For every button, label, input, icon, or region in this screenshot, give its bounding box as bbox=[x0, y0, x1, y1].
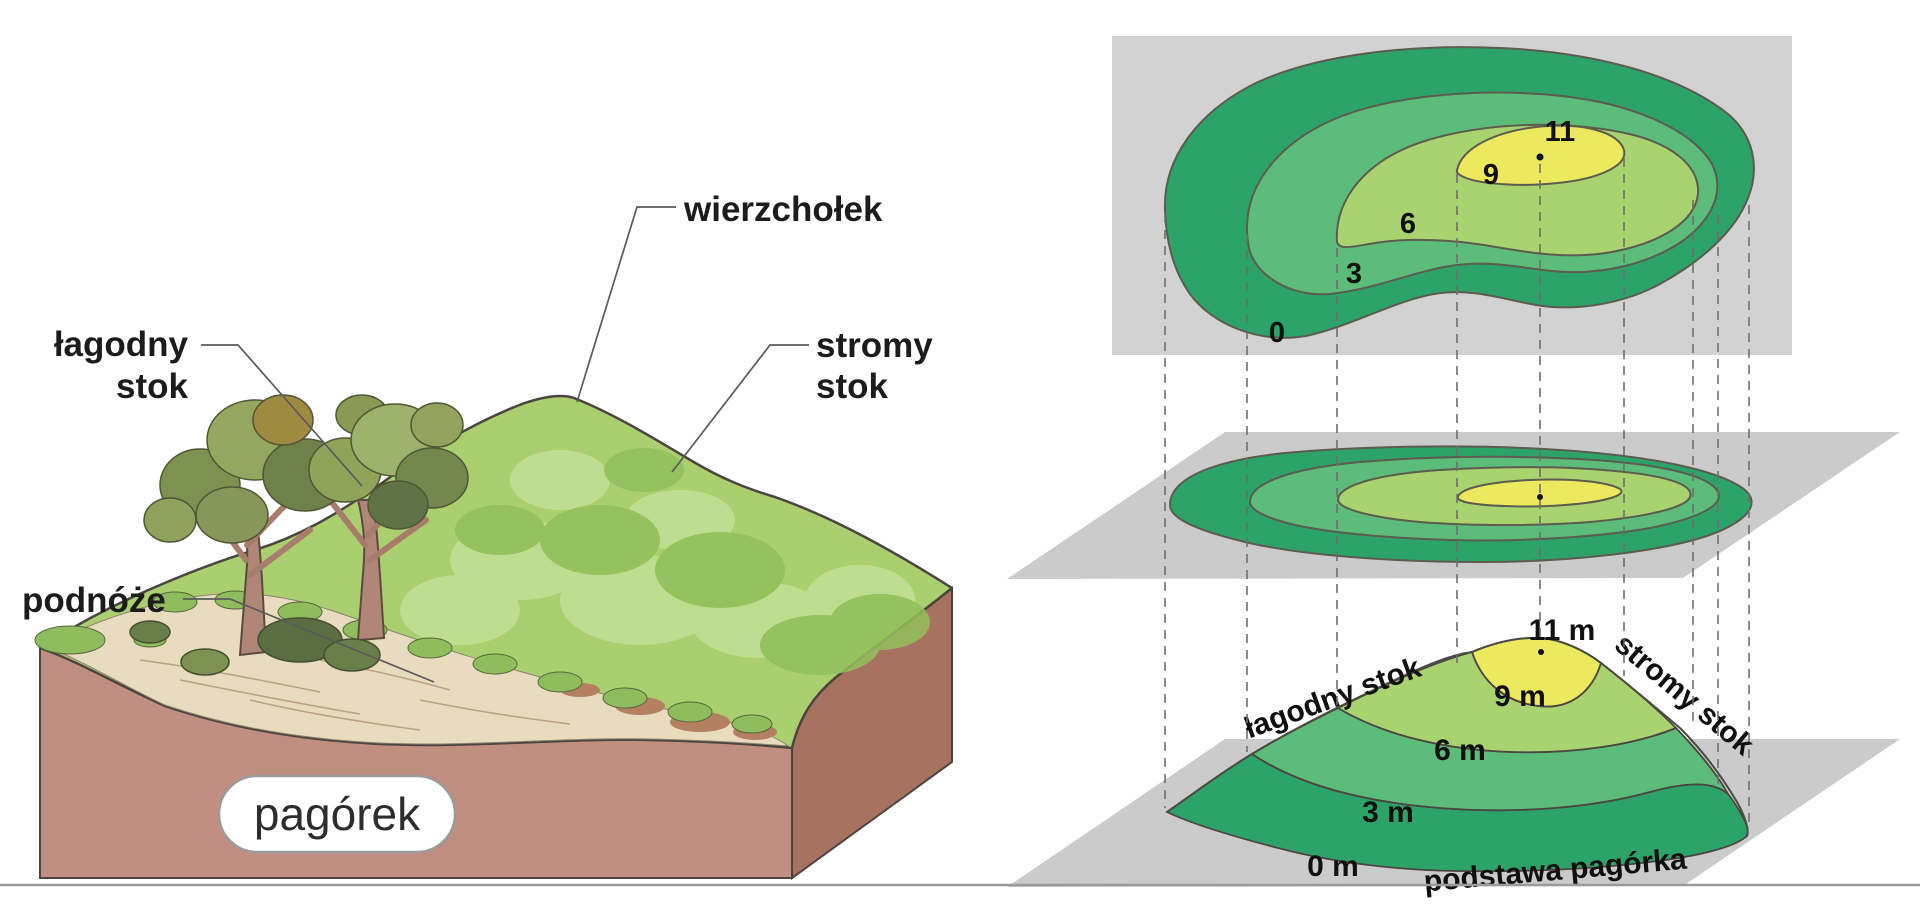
hill-name-pill bbox=[217, 774, 457, 854]
gentle-slope-leader bbox=[201, 344, 363, 487]
gentle-slope-label-line2: stok bbox=[116, 367, 189, 406]
map-elevation-label-6: 6 bbox=[1400, 208, 1416, 240]
steep-slope-leader bbox=[671, 344, 809, 473]
hill-3d-illustration: pagórek łagodny stok wierzchołek stromy … bbox=[22, 190, 954, 880]
hill-name-label: pagórek bbox=[254, 788, 421, 840]
bushes bbox=[129, 617, 381, 676]
profile-elevation-label-0: 0 m bbox=[1307, 850, 1359, 883]
summit-leader bbox=[576, 206, 676, 403]
middle-plane bbox=[1007, 432, 1900, 579]
trees bbox=[129, 394, 469, 676]
summit-label: wierzchołek bbox=[683, 190, 883, 229]
profile-elevation-label-9: 9 m bbox=[1494, 680, 1546, 713]
sand-scribbles bbox=[139, 659, 571, 731]
profile-elevation-label-3: 3 m bbox=[1362, 796, 1414, 829]
profile-summit-dot bbox=[1538, 649, 1544, 655]
steep-slope-label-line2: stok bbox=[816, 367, 889, 406]
tree-crowns bbox=[143, 394, 469, 544]
plane-summit-dot bbox=[1537, 494, 1543, 500]
steep-slope-label-line1: stromy bbox=[816, 326, 933, 365]
map-elevation-label-0: 0 bbox=[1269, 317, 1285, 349]
map-elevation-label-9: 9 bbox=[1483, 159, 1499, 191]
profile-hill: 11 m 9 m 6 m 3 m 0 m łagodny stok stromy… bbox=[1007, 614, 1900, 898]
gentle-slope-label-line1: łagodny bbox=[54, 325, 189, 364]
map-summit-dot bbox=[1536, 153, 1544, 161]
profile-silhouette bbox=[1166, 636, 1749, 837]
map-elevation-label-3: 3 bbox=[1346, 258, 1362, 290]
projection-lines bbox=[1164, 158, 1750, 824]
map-elevation-label-11: 11 bbox=[1545, 116, 1576, 148]
foothill-leader bbox=[183, 598, 435, 683]
hill-texture-patches bbox=[400, 448, 930, 675]
profile-elevation-label-11: 11 m bbox=[1529, 614, 1596, 647]
foothill-label: podnóże bbox=[22, 581, 166, 620]
contour-map: 0 3 6 9 11 bbox=[1112, 36, 1792, 355]
profile-elevation-label-6: 6 m bbox=[1434, 734, 1486, 767]
